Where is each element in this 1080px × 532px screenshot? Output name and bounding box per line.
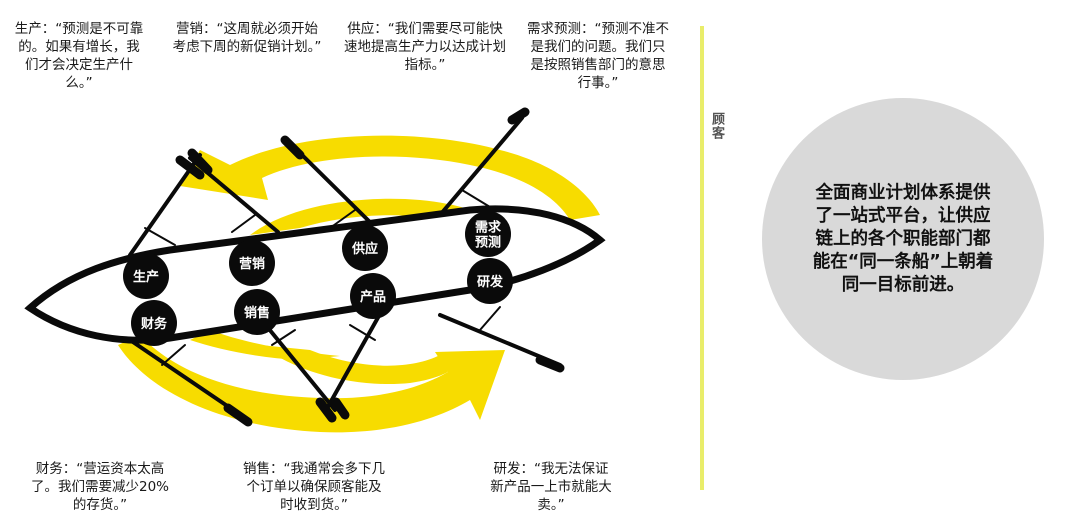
rigger	[349, 324, 376, 341]
rigger	[144, 227, 176, 246]
node-label: 营销	[239, 256, 265, 272]
node-finance: 财务	[131, 300, 177, 346]
oar	[323, 303, 387, 414]
oar-handle	[331, 397, 350, 420]
rigger	[271, 329, 296, 346]
node-label: 生产	[133, 269, 159, 285]
node-circle	[342, 225, 388, 271]
quote-supply: 供应：“我们需要尽可能快速地提高生产力以达成计划指标。”	[344, 21, 506, 73]
oar	[258, 316, 337, 412]
node-label: 需求	[475, 220, 502, 236]
rigger	[231, 214, 256, 233]
node-marketing: 营销	[229, 240, 275, 286]
oar-handle	[175, 155, 205, 180]
node-circle	[229, 240, 275, 286]
node-label: 研发	[477, 274, 504, 290]
node-production: 生产	[123, 253, 169, 299]
rigger	[161, 344, 186, 366]
upper-inner-band	[250, 198, 492, 235]
top-arrow	[180, 135, 600, 220]
node-circle	[234, 289, 280, 335]
node-circle	[131, 300, 177, 346]
node-label: 财务	[141, 316, 168, 332]
customer-label: 顾客	[709, 112, 724, 140]
oar-handle	[187, 148, 213, 175]
node-label: 预测	[475, 235, 501, 251]
oar-handle	[223, 403, 253, 427]
cycle-arrows	[118, 135, 600, 433]
node-sales: 销售	[234, 289, 280, 335]
oar-handle	[535, 355, 565, 373]
node-label: 供应	[351, 241, 378, 257]
node-label: 产品	[360, 289, 386, 305]
bottom-mid-band	[260, 345, 448, 385]
oar-handle	[315, 397, 337, 423]
oar-handle	[507, 107, 530, 125]
customer-divider-line	[700, 26, 704, 490]
oar	[293, 146, 382, 234]
quote-finance: 财务：“营运资本太高了。我们需要减少20%的存货。”	[30, 461, 169, 513]
node-circle	[465, 211, 511, 257]
node-circle	[350, 273, 396, 319]
node-rnd: 研发	[467, 258, 513, 304]
quote-demand-forecast: 需求预测：“预测不准不是我们的问题。我们只是按照销售部门的意思行事。”	[527, 21, 669, 91]
quote-rnd: 研发：“我无法保证新产品一上市就能大卖。”	[490, 461, 612, 513]
quote-sales: 销售：“我通常会多下几个订单以确保顾客能及时收到货。”	[243, 461, 385, 513]
quote-production: 生产：“预测是不可靠的。如果有增长，我们才会决定生产什么。”	[14, 21, 144, 91]
quote-marketing: 营销：“这周就必须开始考虑下周的新促销计划。”	[172, 21, 322, 55]
rigger	[461, 189, 491, 208]
node-supply: 供应	[342, 225, 388, 271]
rigger	[479, 306, 501, 331]
oar-handle	[280, 135, 305, 160]
oar	[438, 116, 524, 217]
bottom-arrow	[118, 335, 505, 433]
oars	[128, 107, 565, 427]
node-circle	[123, 253, 169, 299]
node-circle	[467, 258, 513, 304]
summary-circle: 全面商业计划体系提供了一站式平台，让供应链上的各个职能部门都能在“同一条船”上朝…	[762, 98, 1044, 380]
node-product: 产品	[350, 273, 396, 319]
boat-hull	[24, 205, 606, 344]
node-demand-forecast: 需求预测	[465, 211, 511, 257]
summary-text: 全面商业计划体系提供了一站式平台，让供应链上的各个职能部门都能在“同一条船”上朝…	[812, 182, 994, 295]
node-label: 销售	[244, 305, 270, 321]
